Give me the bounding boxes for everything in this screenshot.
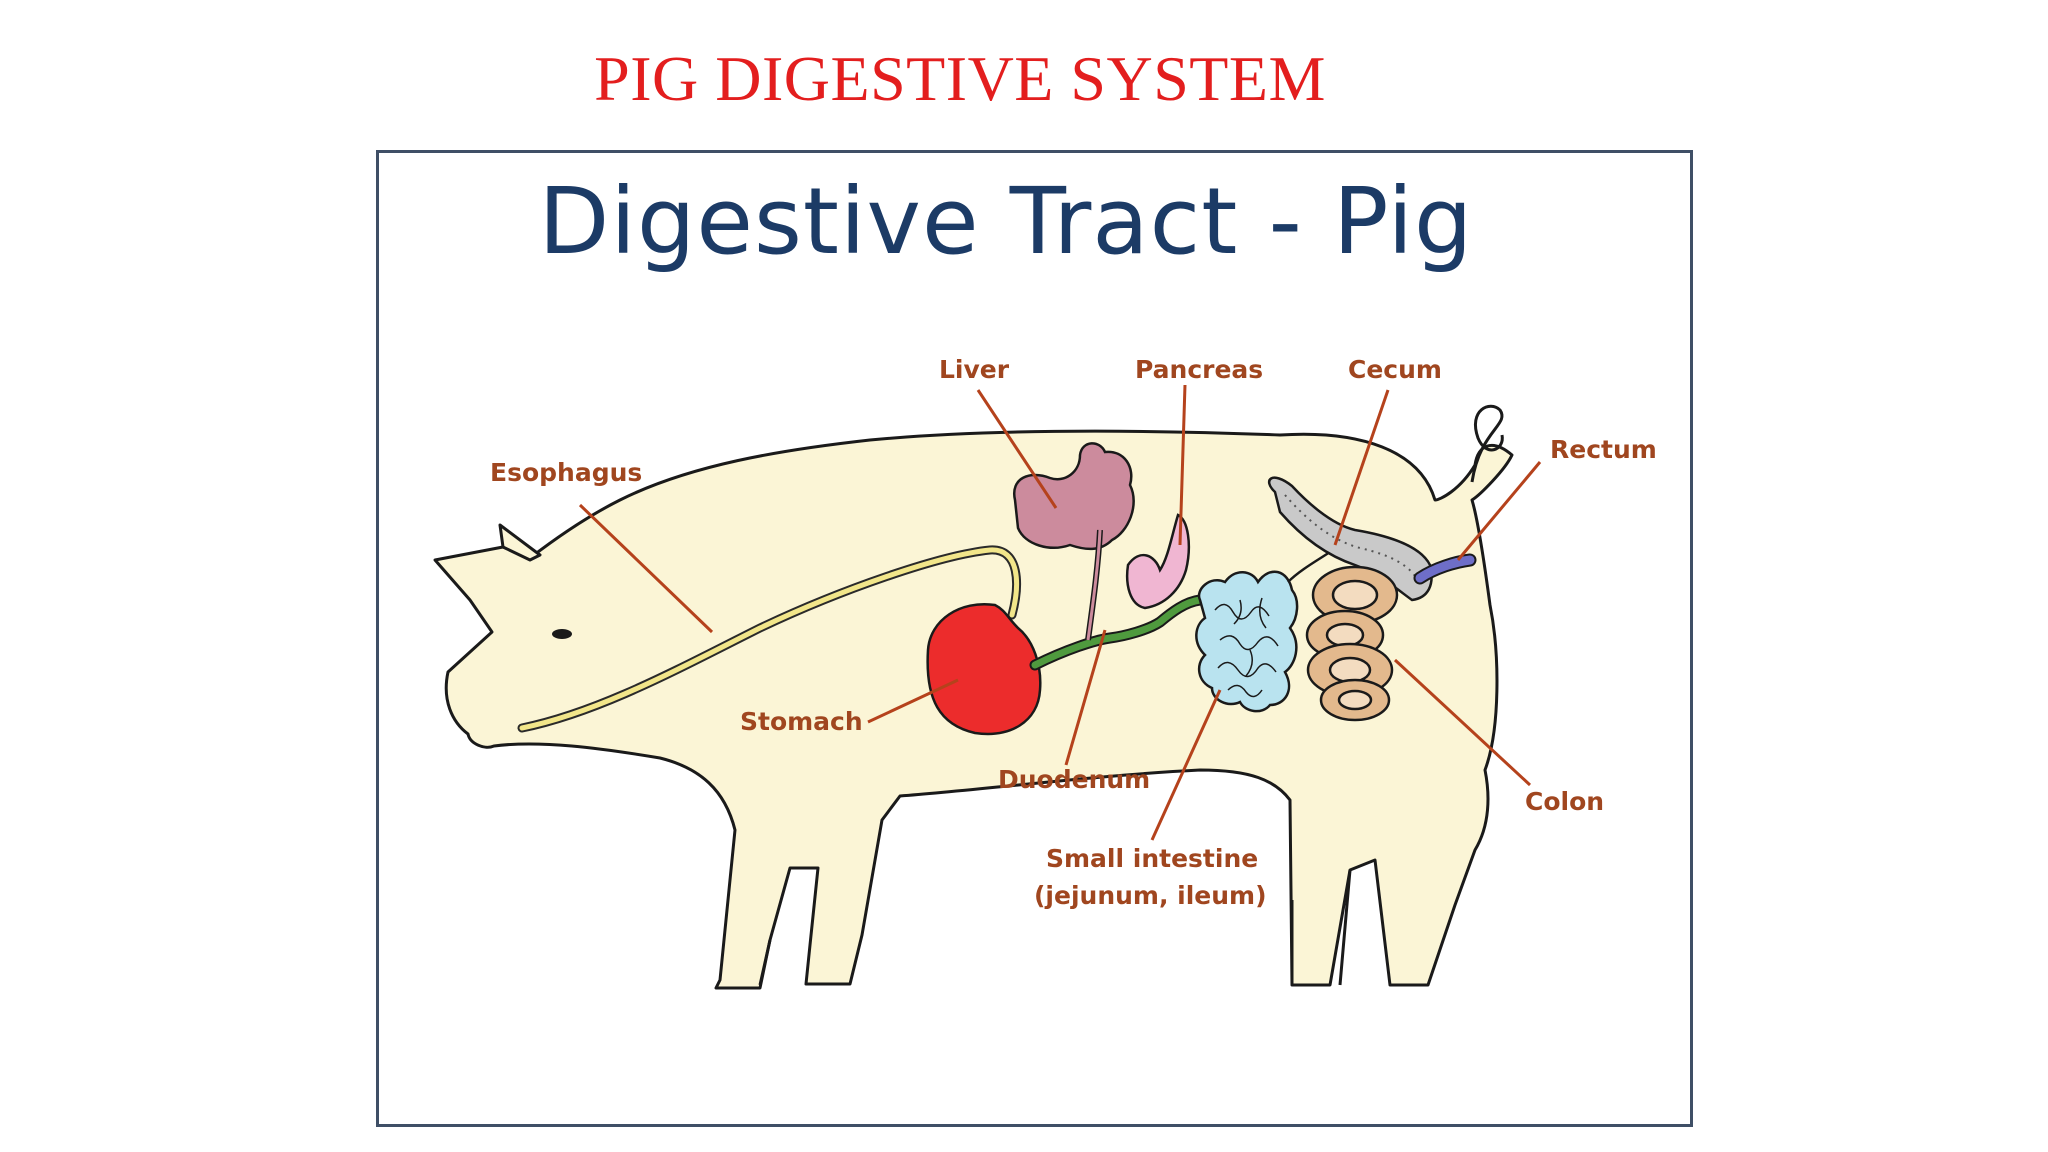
pig-eye <box>552 629 572 639</box>
duodenum-fill <box>1031 596 1204 669</box>
esophagus-fill <box>519 547 1019 731</box>
slide-title: PIG DIGESTIVE SYSTEM <box>594 43 1326 114</box>
label-small-intestine: Small intestine <box>1046 844 1258 873</box>
label-esophagus: Esophagus <box>490 458 642 487</box>
label-rectum: Rectum <box>1550 435 1657 464</box>
pig-tail <box>1470 404 1504 483</box>
label-pancreas: Pancreas <box>1135 355 1263 384</box>
label-colon: Colon <box>1525 787 1604 816</box>
label-cecum: Cecum <box>1348 355 1442 384</box>
small-intestine-organ <box>1195 550 1331 713</box>
label-small-intestine-sub: (jejunum, ileum) <box>1034 881 1267 910</box>
colon-organ <box>1305 565 1399 722</box>
rectum-fill <box>1415 555 1475 583</box>
liver-organ <box>1012 442 1135 551</box>
bile-duct-fill <box>1086 529 1102 641</box>
pancreas-organ <box>1126 513 1190 610</box>
pig-ear <box>498 523 542 562</box>
label-stomach: Stomach <box>740 707 863 736</box>
pig-leg-lines <box>758 869 1352 986</box>
label-liver: Liver <box>939 355 1010 384</box>
diagram-title: Digestive Tract - Pig <box>538 168 1474 275</box>
label-duodenum: Duodenum <box>998 765 1150 794</box>
stomach-organ <box>926 602 1042 736</box>
leader-lines <box>578 384 1542 841</box>
